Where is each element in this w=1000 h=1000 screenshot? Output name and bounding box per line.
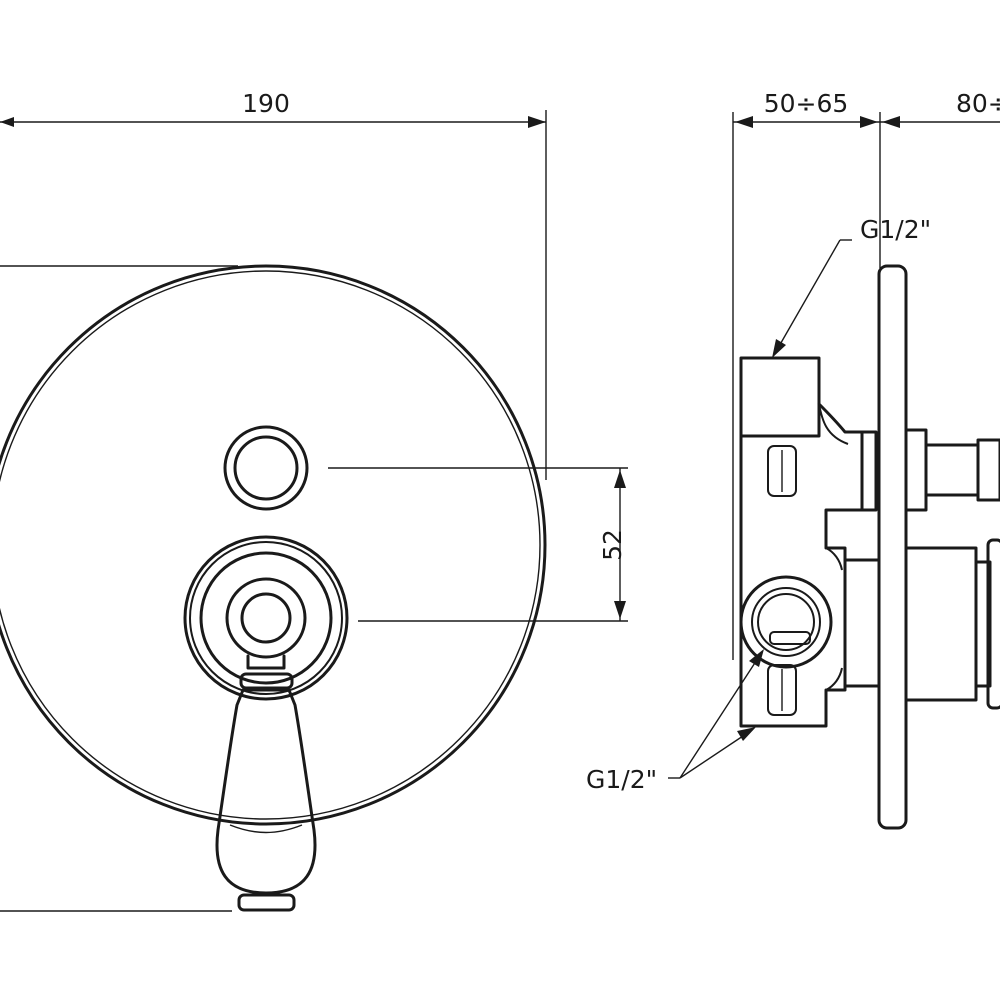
mixer-rosette — [183, 535, 349, 701]
dimension-label-190: 190 — [242, 89, 290, 118]
side-view: 50÷65 80÷ — [586, 89, 1000, 830]
callout-label-top: G1/2" — [860, 215, 931, 244]
cartridge-side — [843, 538, 1000, 710]
dimension-label-wall-depth: 50÷65 — [764, 89, 849, 118]
dimension-plate-width: 190 — [0, 89, 547, 480]
front-view: 190 — [0, 89, 628, 912]
lever-handle — [215, 654, 317, 912]
diverter-button — [223, 425, 309, 511]
cover-plate-side — [877, 264, 908, 830]
callout-top-connection: G1/2" — [772, 215, 931, 358]
cover-plate-inner-edge — [0, 270, 541, 820]
dimension-depth: 50÷65 80÷ — [732, 89, 1000, 660]
dimension-valve-spacing: 52 — [328, 467, 628, 622]
callout-label-bottom: G1/2" — [586, 765, 657, 794]
dimension-label-projection: 80÷ — [956, 89, 1000, 118]
diverter-side — [904, 428, 1000, 512]
callout-bottom-connections: G1/2" — [586, 649, 764, 794]
cover-plate — [0, 264, 547, 826]
valve-body — [739, 356, 878, 728]
dimension-label-52: 52 — [598, 529, 627, 561]
